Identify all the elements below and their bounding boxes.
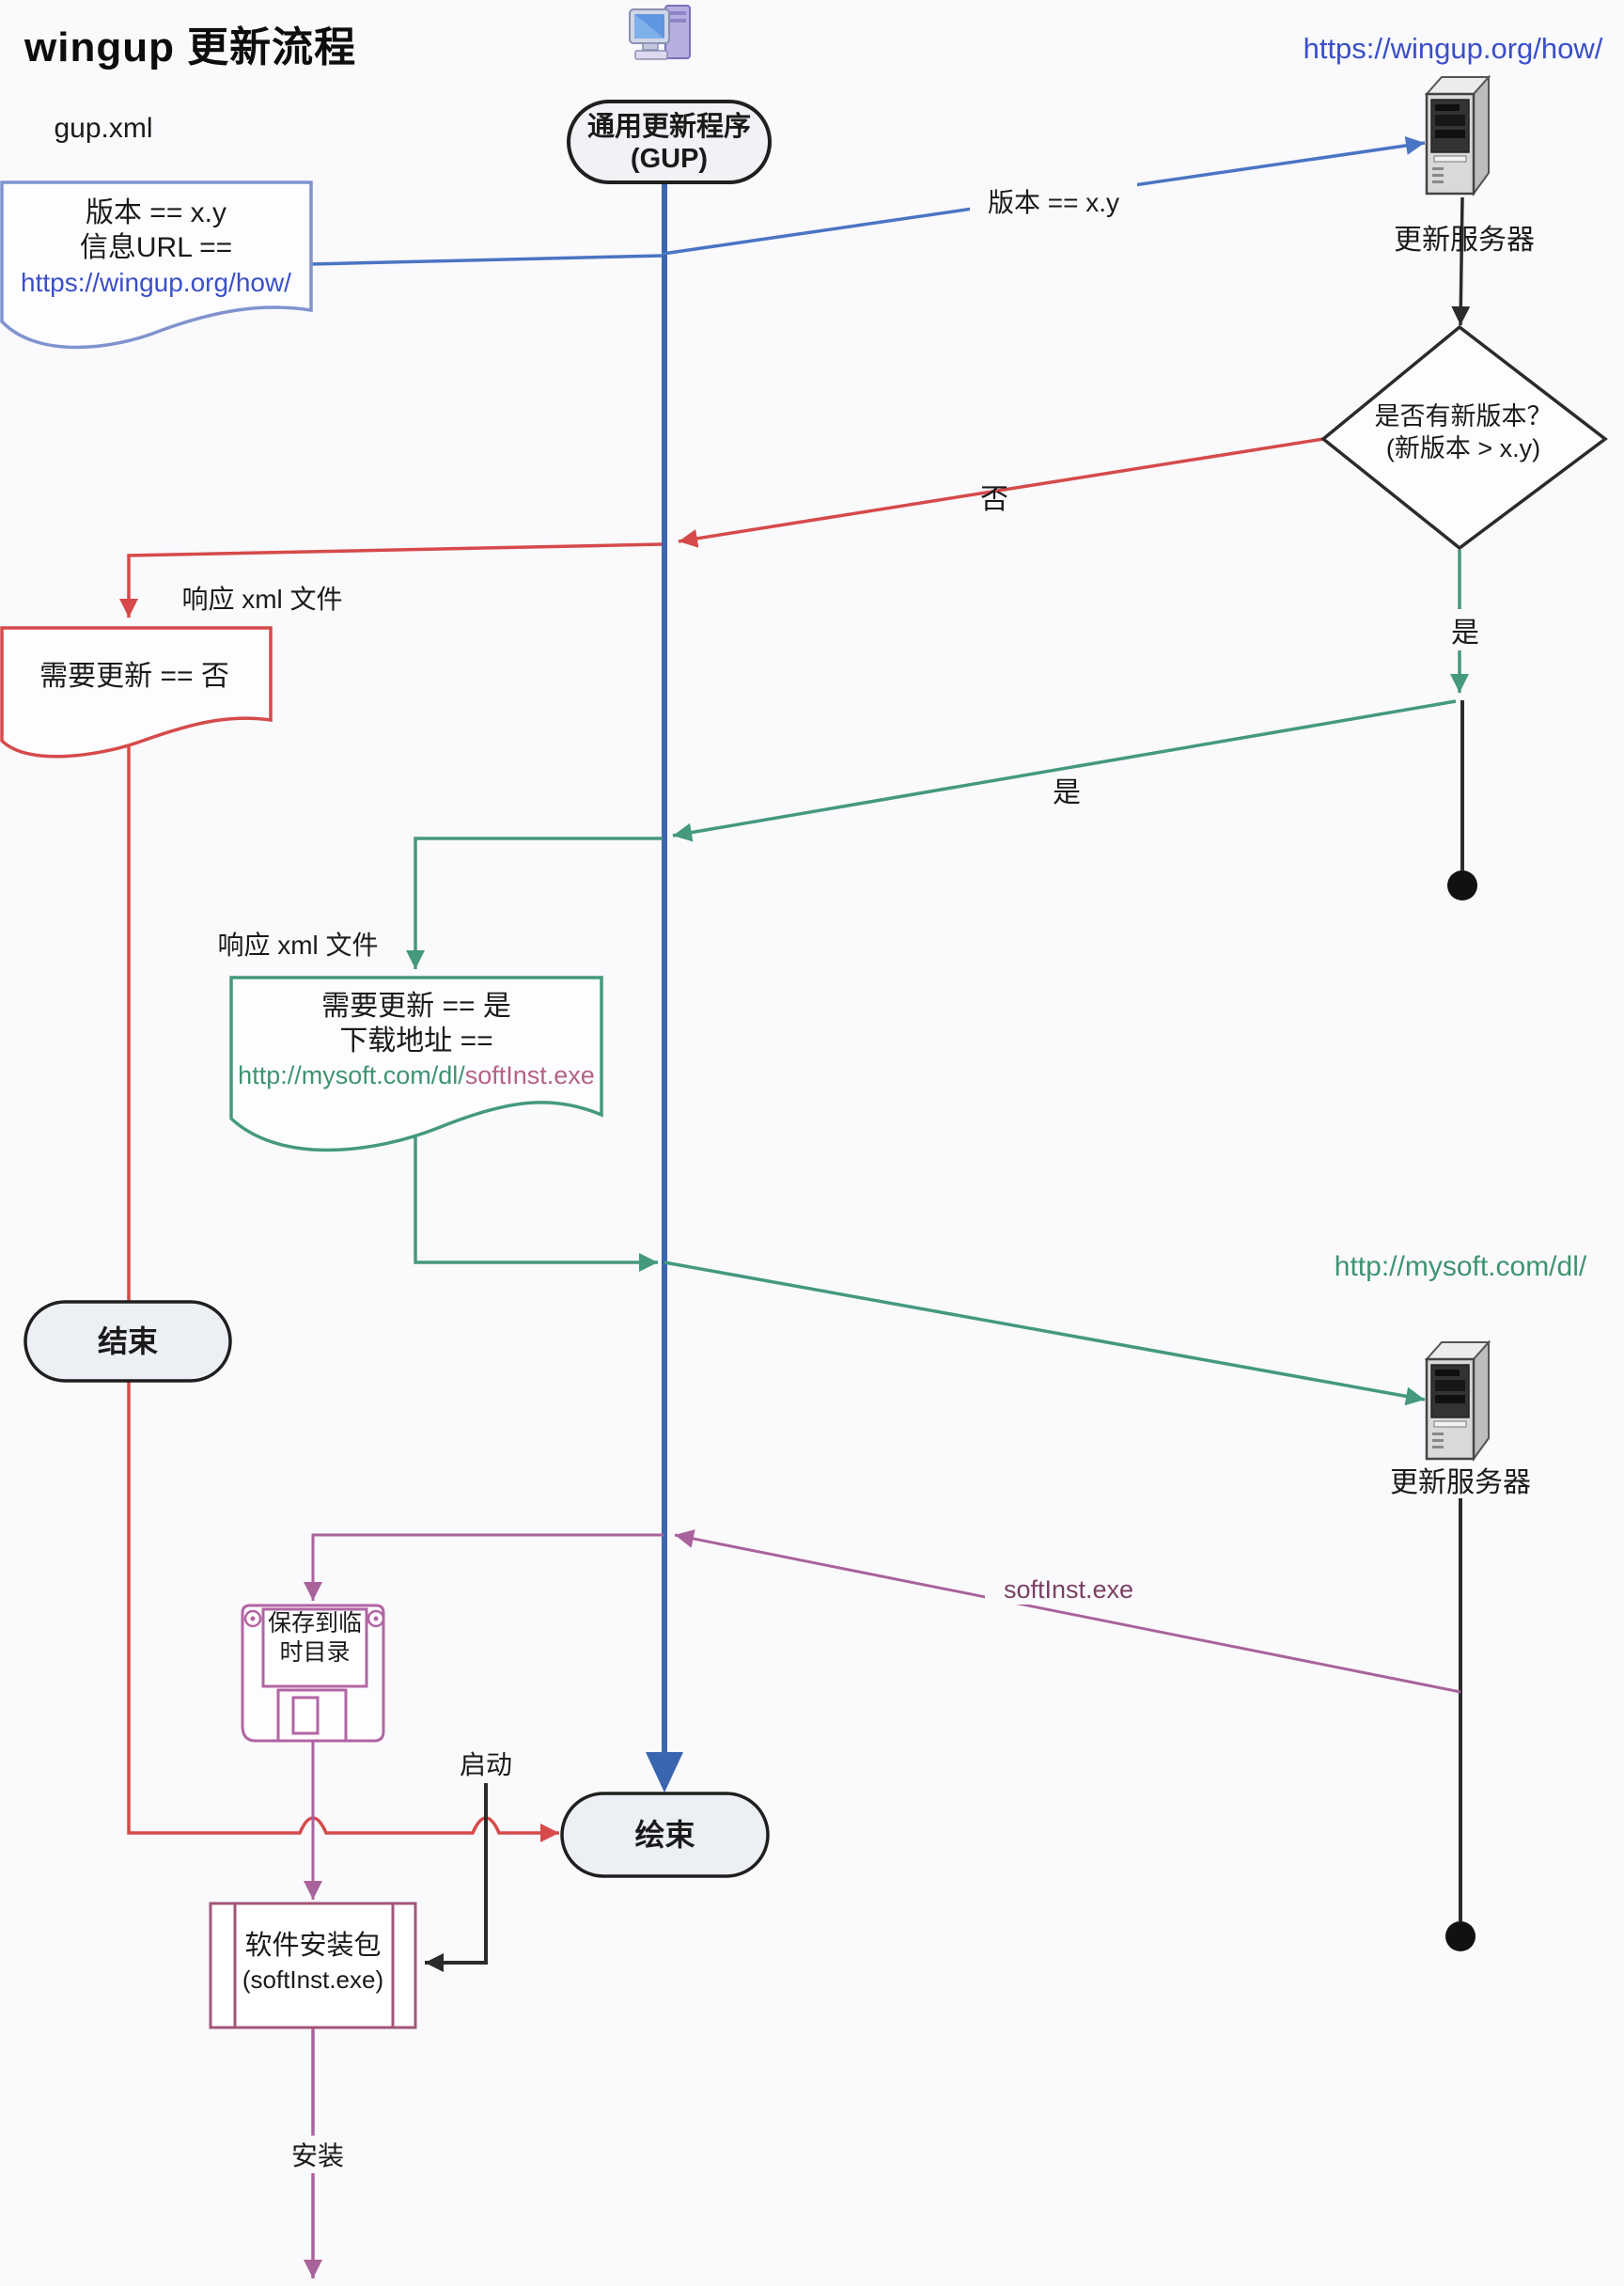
response-yes-dl-addr: 下载地址 == <box>339 1026 493 1057</box>
response-yes-doc-shape <box>229 976 603 1152</box>
edge-green-to-doc-line <box>406 837 663 969</box>
floppy-icon <box>241 1604 385 1743</box>
end-left-label: 结束 <box>97 1324 158 1358</box>
installer-file: (softInst.exe) <box>242 1965 384 1994</box>
response-no-title: 响应 xml 文件 <box>181 585 343 614</box>
edge-softinst-line <box>674 1529 1461 1694</box>
gupxml-infourl: 信息URL == <box>79 232 233 263</box>
terminal-dot <box>1445 1921 1476 1951</box>
edge-greendoc-out-line <box>414 1131 658 1272</box>
server1-activation-line <box>1447 700 1477 900</box>
gupxml-version: 版本 == x.y <box>85 197 227 228</box>
gup-oval-label: 通用更新程序 (GUP) <box>569 103 770 182</box>
decision-condition: (新版本 > x.y) <box>1385 434 1541 462</box>
edge-launch-line <box>425 1783 488 1972</box>
response-yes-url-file: softInst.exe <box>464 1061 595 1089</box>
gup-name: 通用更新程序 <box>586 112 751 142</box>
response-no-doc-shape <box>0 626 273 759</box>
response-yes-url-host: http://mysoft.com/dl/ <box>238 1061 465 1089</box>
edge-yes-left-label: 是 <box>1053 777 1081 808</box>
end-mid-label: 绘束 <box>634 1818 695 1852</box>
gupxml-doc-title: gup.xml <box>54 113 153 144</box>
server-bottom-icon <box>1424 1339 1491 1463</box>
save-temp-label: 保存到临 时目录 <box>261 1609 368 1668</box>
response-yes-url: http://mysoft.com/dl/softInst.exe <box>238 1058 595 1093</box>
end-mid-oval <box>560 1792 770 1878</box>
edge-gupxml-line <box>310 254 664 266</box>
end-left-oval <box>23 1300 232 1383</box>
save-temp-line1: 保存到临 <box>267 1610 362 1636</box>
gup-oval <box>567 100 772 184</box>
edge-red-to-end-line <box>127 744 559 1842</box>
decision-label: 是否有新版本？ (新版本 > x.y) <box>1326 400 1601 464</box>
edge-softinst-label: softInst.exe <box>985 1575 1152 1605</box>
edge-install-label: 安装 <box>280 2136 355 2173</box>
save-temp-line2: 时目录 <box>279 1639 351 1666</box>
lifeline-end-arrow <box>646 1752 683 1793</box>
edge-version-label: 版本 == x.y <box>970 182 1137 220</box>
gup-abbr: (GUP) <box>630 144 709 174</box>
edge-no-line <box>678 437 1324 548</box>
edge-yes-down-label: 是 <box>1442 609 1489 650</box>
gupxml-doc-content: 版本 == x.y 信息URL == https://wingup.org/ho… <box>8 196 304 300</box>
installer-box-shape <box>209 1902 417 2029</box>
edge-save-line <box>304 1533 664 1601</box>
server-top-icon <box>1424 74 1491 197</box>
server-top-label: 更新服务器 <box>1394 225 1535 256</box>
server-bottom-url: http://mysoft.com/dl/ <box>1334 1251 1587 1282</box>
edge-green-to-server2-line <box>664 1260 1426 1406</box>
response-yes-need-update: 需要更新 == 是 <box>321 991 511 1022</box>
response-no-content: 需要更新 == 否 <box>39 661 229 692</box>
edge-yes-diagonal-line <box>672 699 1457 842</box>
gupxml-doc-shape <box>0 180 313 350</box>
computer-icon <box>629 5 691 60</box>
gup-lifeline <box>646 181 683 1793</box>
edge-no-label: 否 <box>980 484 1008 515</box>
page-title: wingup 更新流程 <box>24 24 357 70</box>
edge-server1-decision <box>1451 196 1471 326</box>
edge-no-left-line <box>119 542 663 618</box>
edge-launch-label: 启动 <box>459 1750 512 1779</box>
response-yes-content: 需要更新 == 是 下载地址 == http://mysoft.com/dl/s… <box>235 989 598 1093</box>
server-top-url: https://wingup.org/how/ <box>1303 32 1603 65</box>
gupxml-url: https://wingup.org/how/ <box>21 268 291 297</box>
decision-question: 是否有新版本？ <box>1374 402 1553 431</box>
response-yes-title: 响应 xml 文件 <box>217 931 379 960</box>
installer-box-label: 软件安装包 (softInst.exe) <box>212 1929 414 1996</box>
server-bottom-label: 更新服务器 <box>1390 1467 1531 1498</box>
installer-name: 软件安装包 <box>244 1931 382 1961</box>
server2-activation-line <box>1445 1498 1476 1951</box>
terminal-dot <box>1447 870 1477 900</box>
decision-diamond <box>1320 324 1608 551</box>
